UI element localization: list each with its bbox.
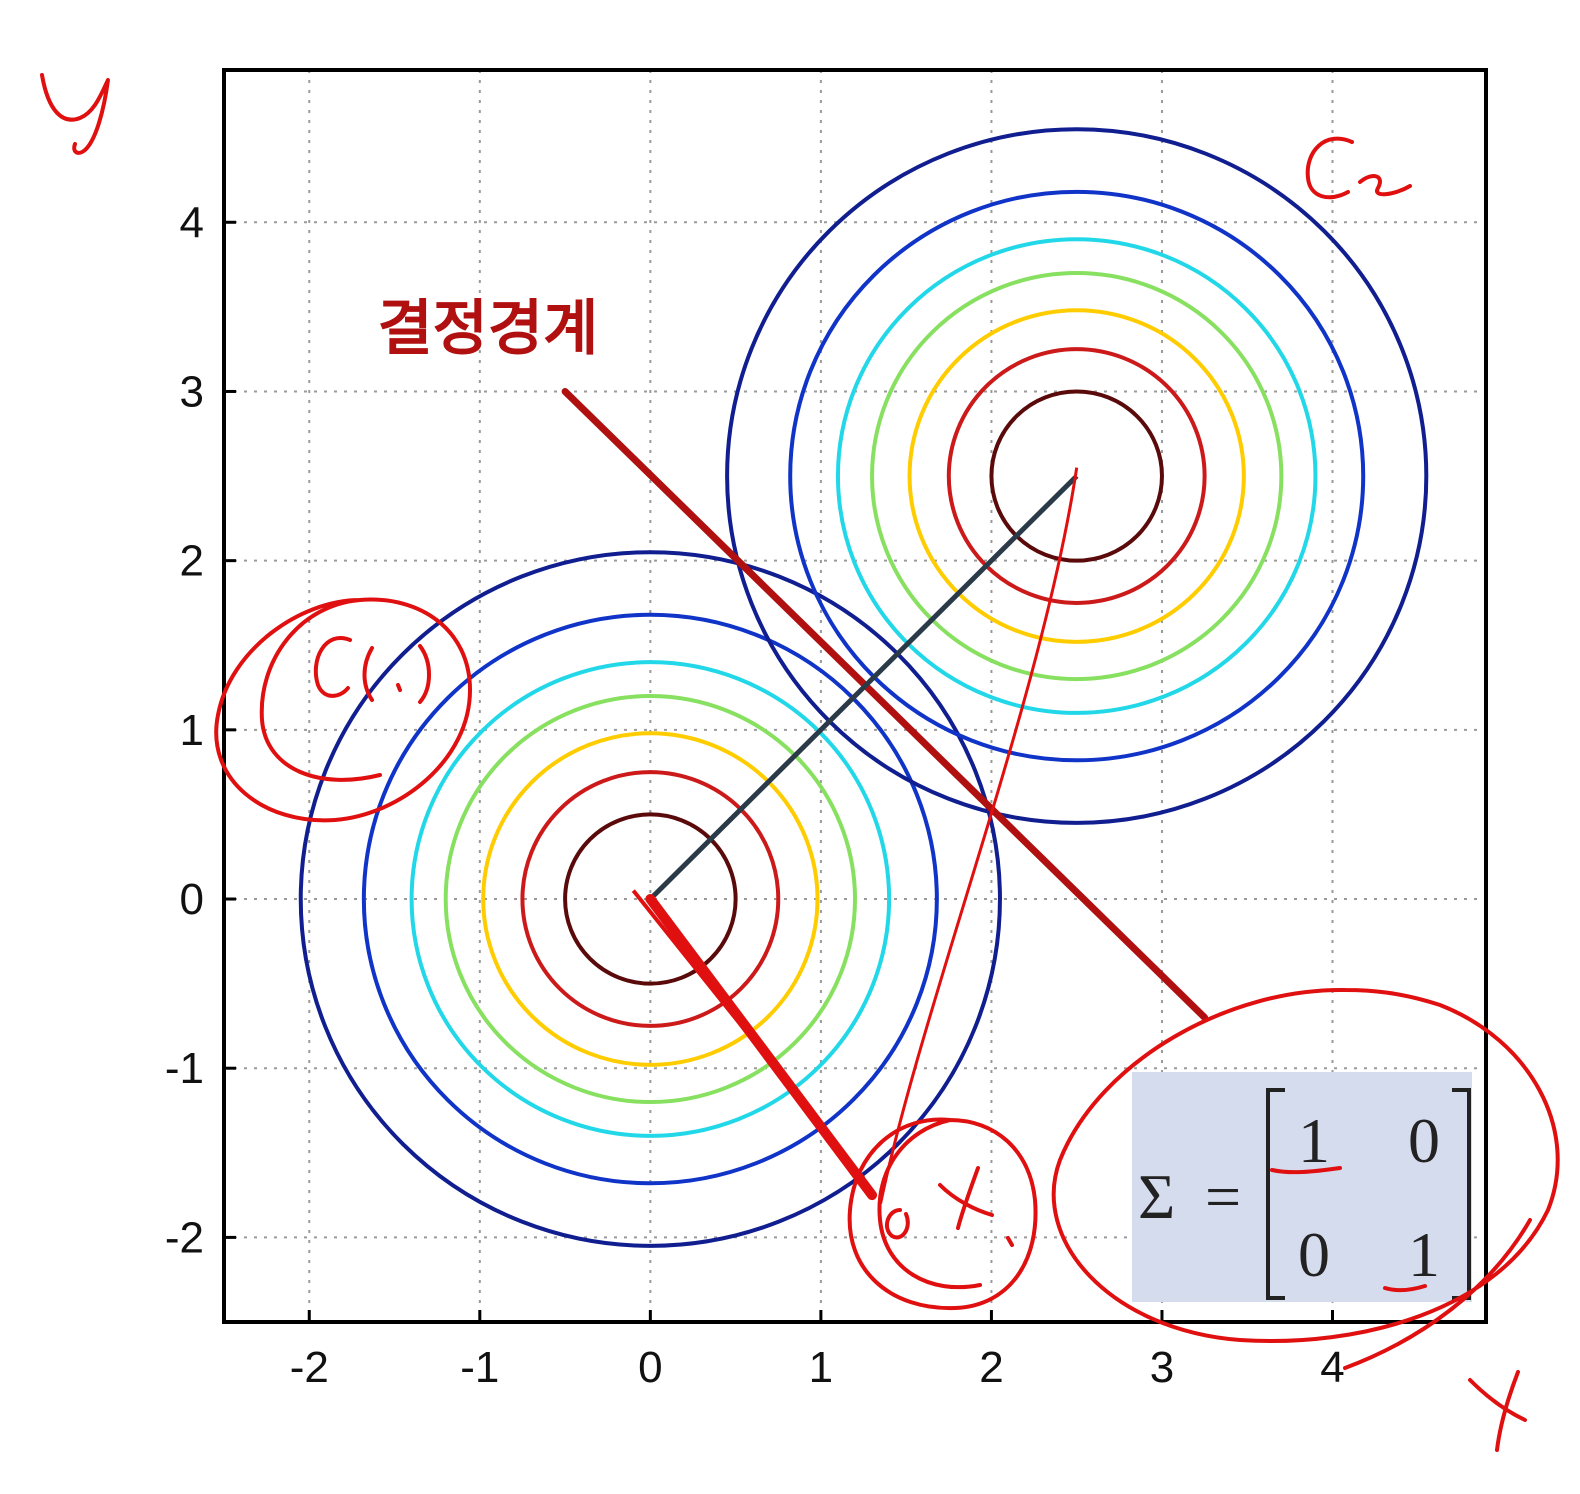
y-tick-label-6: -2: [165, 1213, 204, 1262]
x-tick-label-1: -1: [460, 1343, 499, 1392]
contour-cluster2-level3: [907, 308, 1246, 644]
cluster1-label-circle: [214, 597, 472, 823]
handwritten-y-axis-letter: [40, 73, 110, 155]
contour-cluster2-level4: [870, 271, 1284, 682]
handwritten-cluster1-label: [313, 636, 431, 704]
lines: [561, 387, 1209, 1204]
y-tick-label-4: 0: [180, 875, 204, 924]
contour-cluster2-level7: [725, 127, 1429, 825]
sigma-matrix-box: Σ = 1 0 0 1: [1132, 1072, 1472, 1302]
matrix-underline-top: [1270, 1166, 1342, 1175]
center-link-line: [648, 474, 1079, 901]
contour-cluster1-level3: [481, 731, 820, 1067]
handwritten-x-axis-letter: [1468, 1370, 1527, 1452]
y-tick-label-0: 4: [180, 198, 204, 247]
contour-cluster2-level1: [989, 389, 1164, 563]
sigma-circle: [1051, 987, 1560, 1370]
y-tick-label-2: 2: [180, 537, 204, 586]
contour-cluster2-level5: [835, 237, 1318, 715]
x-tick-label-0: -2: [290, 1343, 329, 1392]
contour-cluster1-level4: [443, 694, 858, 1105]
sigma-equals: =: [1205, 1161, 1241, 1232]
x-tick-label-5: 3: [1150, 1343, 1174, 1392]
contour-cluster1-level7: [298, 550, 1002, 1248]
contours: [298, 127, 1429, 1248]
handwritten-cluster2-label: [1305, 136, 1412, 200]
matrix-left-bracket: [1266, 1088, 1285, 1300]
hand-vector-c2-to-sample: [879, 467, 1079, 1204]
x-tick-label-2: 0: [638, 1343, 662, 1392]
contour-cluster1-level6: [361, 612, 939, 1186]
axis-ticks: -2 -1 0 1 2 3 4 4 3 2 1 0 -1 -2: [165, 198, 1345, 1392]
y-tick-label-5: -1: [165, 1044, 204, 1093]
contour-cluster1-level1: [563, 812, 738, 986]
matrix-cell-21: 0: [1298, 1219, 1330, 1290]
x-tick-label-3: 1: [809, 1343, 833, 1392]
decision-boundary-label: 결정경계: [377, 294, 598, 364]
sigma-symbol: Σ: [1138, 1161, 1175, 1232]
x-tick-label-6: 4: [1320, 1343, 1344, 1392]
matrix-cell-12: 0: [1408, 1105, 1440, 1176]
contour-cluster2-level6: [788, 189, 1366, 763]
matrix-cell-22: 1: [1408, 1219, 1440, 1290]
matrix-underline-bottom: [1383, 1284, 1427, 1293]
x-tick-label-4: 2: [979, 1343, 1003, 1392]
y-tick-label-1: 3: [180, 367, 204, 416]
hand-vector-c1-to-sample-stroke: [631, 889, 866, 1180]
y-tick-label-3: 1: [180, 706, 204, 755]
contour-cluster1-level5: [409, 660, 892, 1138]
contour-cluster2-level2: [946, 347, 1207, 605]
handwritten-annotations: [40, 73, 1560, 1452]
sample-circle: [847, 1117, 1038, 1311]
contour-cluster1-level2: [520, 770, 781, 1028]
matrix-cell-11: 1: [1298, 1105, 1330, 1176]
decision-boundary-line: [561, 387, 1209, 1021]
handwritten-sample-x: [938, 1166, 1014, 1247]
sample-point-marker: [884, 1208, 910, 1240]
